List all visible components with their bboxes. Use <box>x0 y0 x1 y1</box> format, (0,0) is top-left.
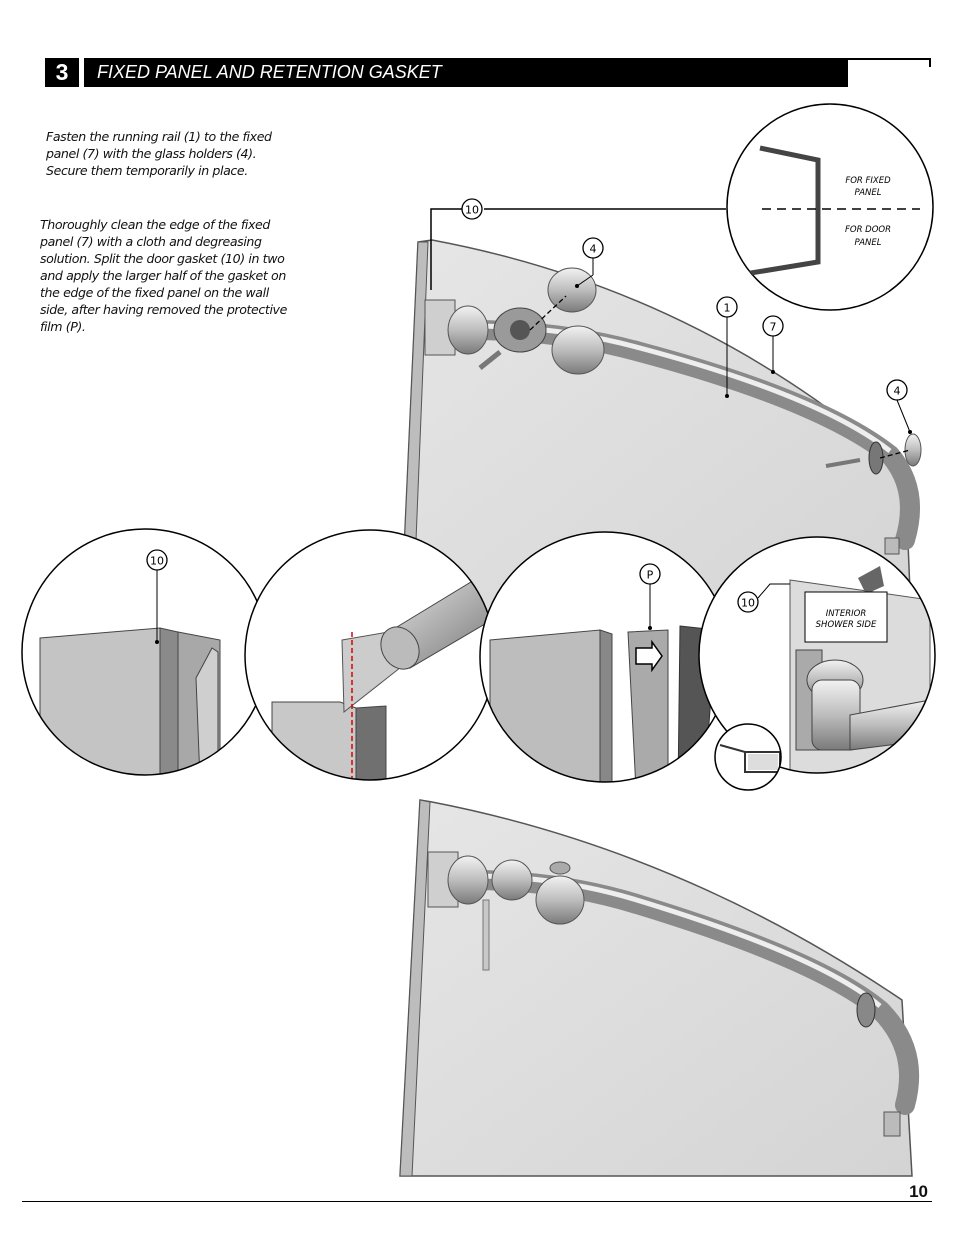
page-number: 10 <box>909 1182 928 1201</box>
detail-gasket-edge: 10 <box>21 528 269 776</box>
callout-10-a: 10 <box>150 555 164 568</box>
instruction-step-b: Thoroughly clean the edge of the fixed p… <box>40 217 287 334</box>
instruction-step-a: Fasten the running rail (1) to the fixed… <box>46 129 272 178</box>
callout-7: 7 <box>770 321 777 334</box>
callout-10-top: 10 <box>465 204 479 217</box>
callout-4-right: 4 <box>894 385 901 398</box>
label-interior: INTERIOR <box>826 609 867 619</box>
callout-P: P <box>647 569 654 582</box>
detail-apply-gasket: P <box>479 531 731 783</box>
detail-installed: INTERIOR SHOWER SIDE 10 <box>698 536 936 774</box>
detail-small-profile <box>714 723 782 791</box>
footer-rule <box>22 1201 932 1202</box>
label-for-door-2: PANEL <box>855 238 882 248</box>
callout-10-d: 10 <box>741 597 755 610</box>
label-for-door: FOR DOOR <box>845 225 891 235</box>
section-title: FIXED PANEL AND RETENTION GASKET <box>84 58 848 87</box>
running-rail <box>460 320 920 550</box>
callout-1: 1 <box>724 302 731 315</box>
title-bracket <box>848 58 931 67</box>
label-interior-2: SHOWER SIDE <box>816 620 877 630</box>
detail-gasket-profile: FOR FIXED PANEL FOR DOOR PANEL <box>726 103 934 311</box>
label-for-fixed-2: PANEL <box>855 188 882 198</box>
step-number: 3 <box>45 58 79 87</box>
callout-4-left: 4 <box>590 243 597 256</box>
bottom-fixed-panel <box>399 799 920 1177</box>
label-for-fixed: FOR FIXED <box>845 176 891 186</box>
